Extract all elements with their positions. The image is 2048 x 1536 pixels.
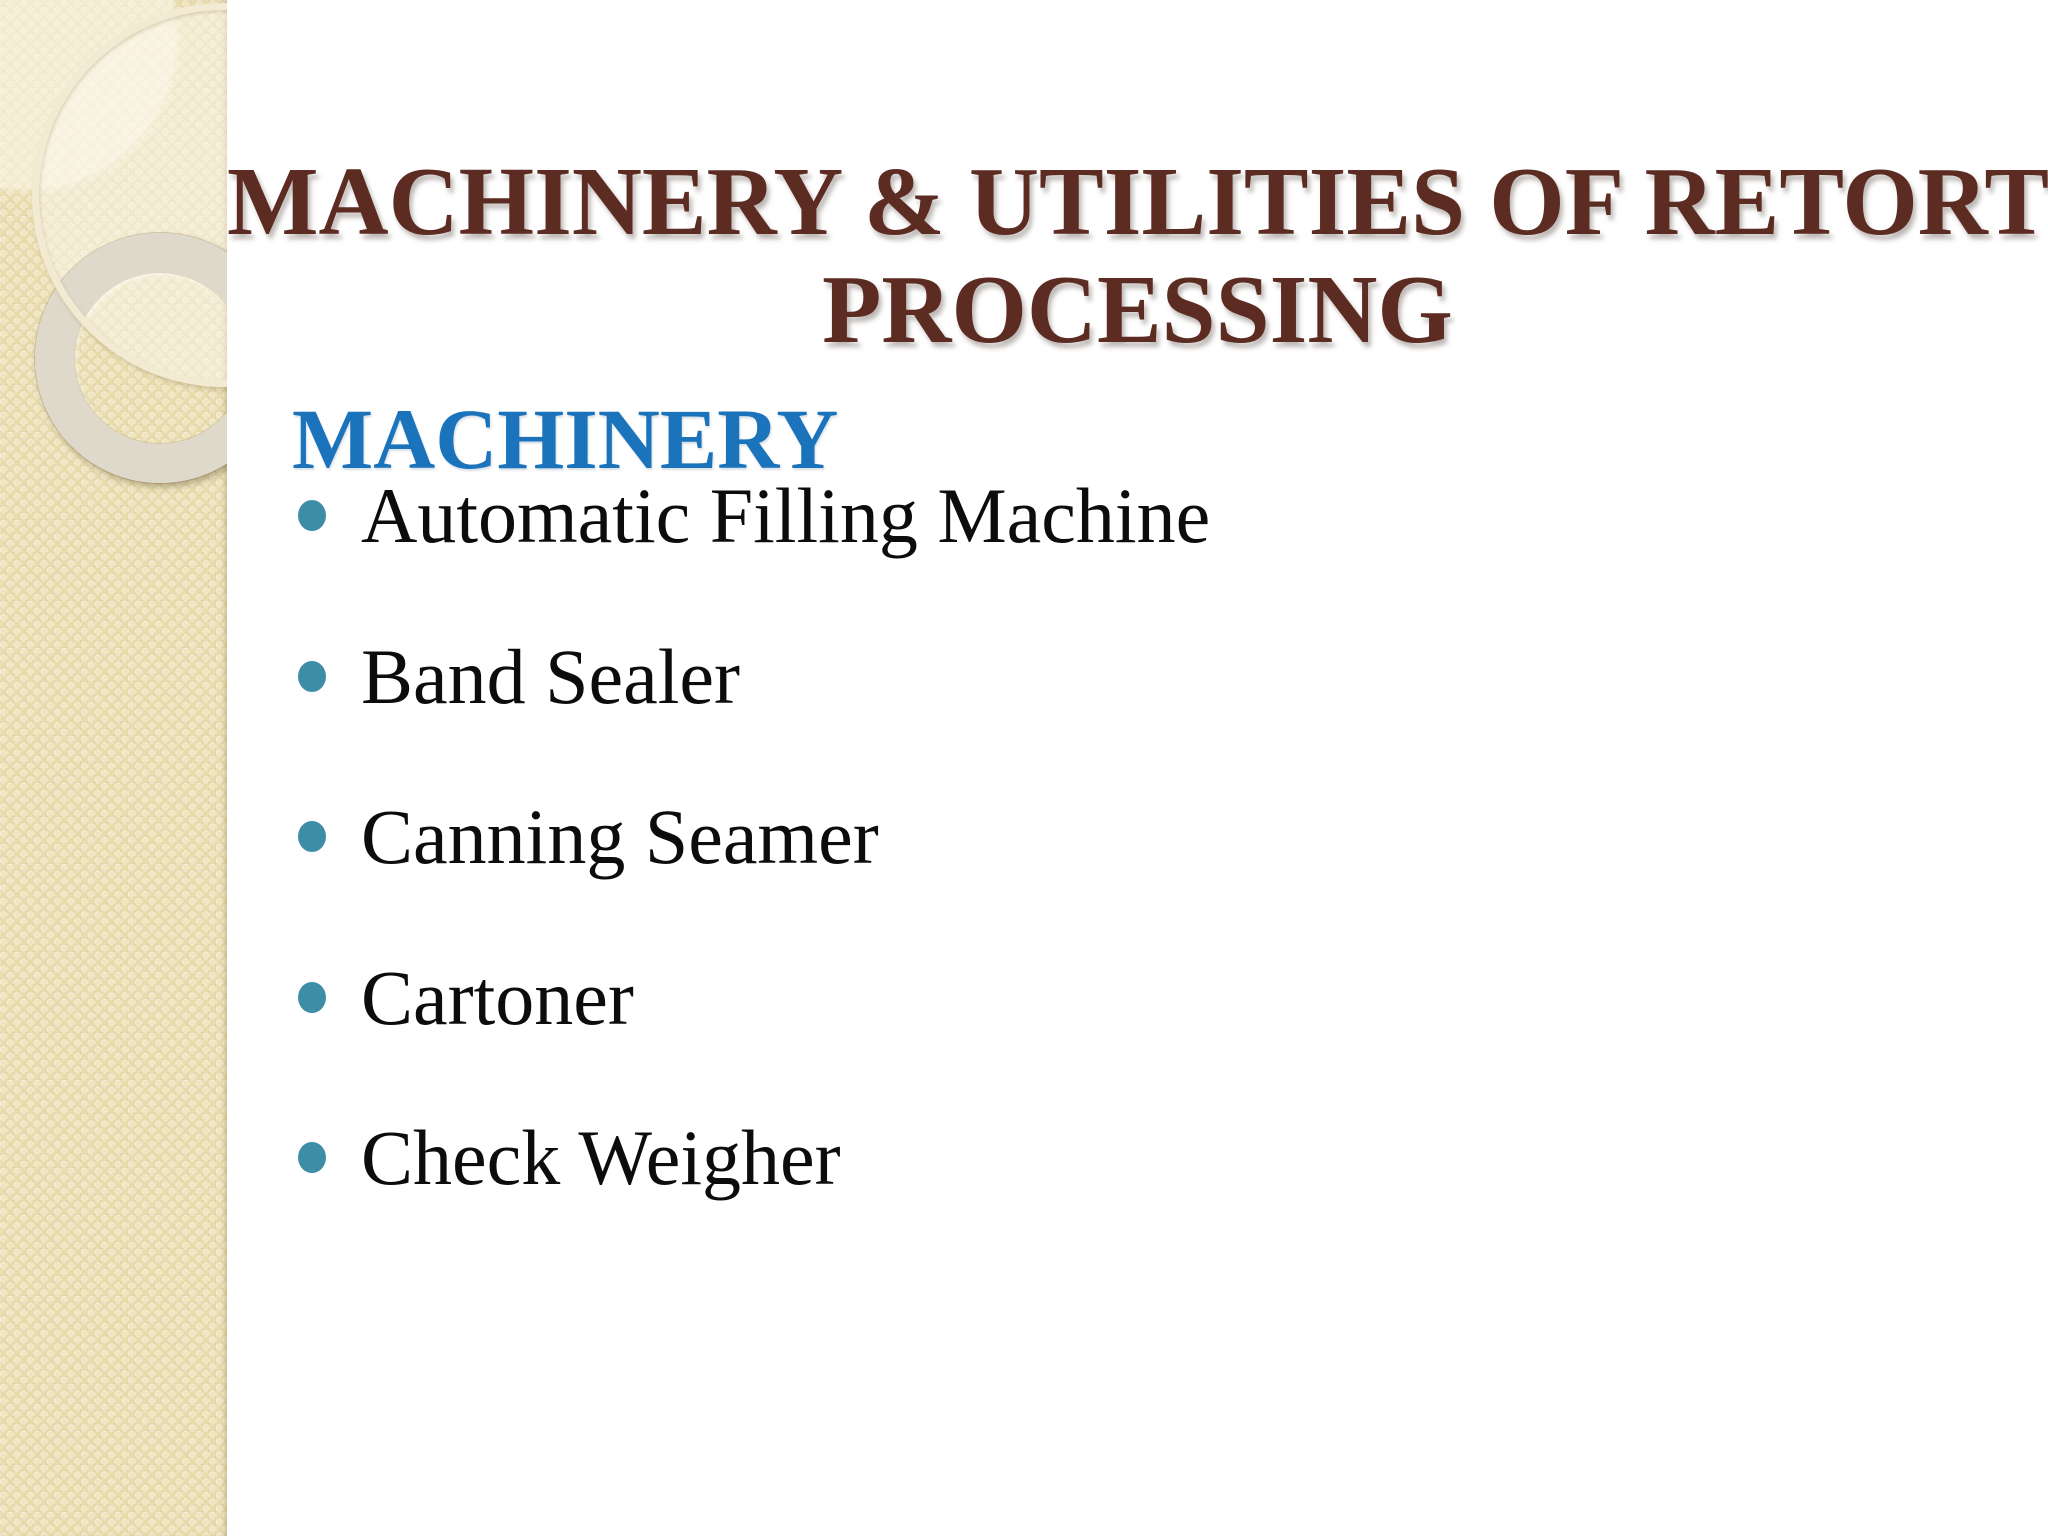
list-item: Band Sealer	[227, 597, 2048, 758]
title-line-2: PROCESSING	[822, 255, 1453, 363]
list-item: Cartoner	[227, 918, 2048, 1079]
list-item: Automatic Filling Machine	[227, 436, 2048, 597]
decorative-sidebar	[0, 0, 227, 1536]
slide-content: MACHINERY & UTILITIES OF RETORT PROCESSI…	[227, 0, 2048, 1536]
list-item-label: Canning Seamer	[361, 793, 879, 880]
list-item: Canning Seamer	[227, 757, 2048, 918]
list-item: Check Weigher	[227, 1078, 2048, 1239]
title-line-1: MACHINERY & UTILITIES OF RETORT	[227, 147, 2048, 255]
list-item-label: Cartoner	[361, 953, 634, 1041]
bullet-icon	[298, 821, 326, 852]
list-item-label: Band Sealer	[361, 632, 741, 720]
list-item-label: Automatic Filling Machine	[361, 472, 1211, 559]
bullet-icon	[298, 981, 326, 1013]
list-item-label: Check Weigher	[361, 1114, 841, 1201]
bullet-icon	[298, 1142, 326, 1173]
section-heading: MACHINERY	[292, 391, 839, 488]
page-title: MACHINERY & UTILITIES OF RETORT PROCESSI…	[227, 148, 2048, 364]
bullet-icon	[298, 500, 326, 531]
machinery-list: Automatic Filling Machine Band Sealer Ca…	[227, 436, 2048, 1239]
bullet-icon	[298, 660, 326, 692]
